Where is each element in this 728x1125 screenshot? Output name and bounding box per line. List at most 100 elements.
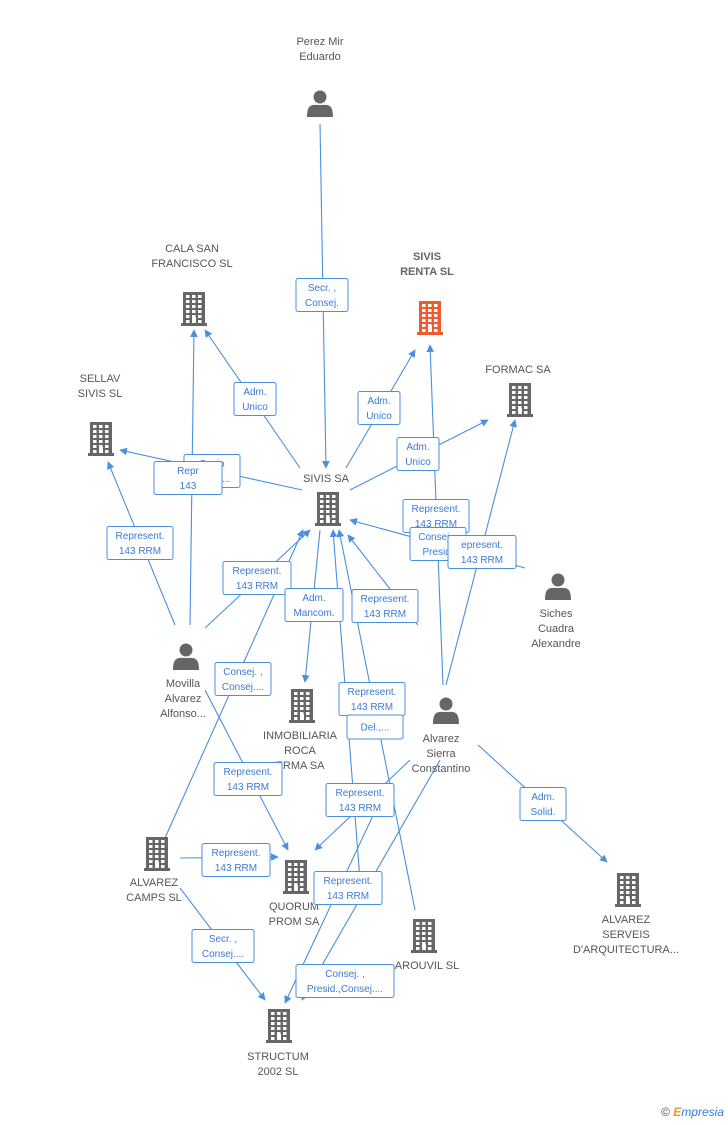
building-icon[interactable] <box>289 689 315 723</box>
edge-label-movilla-quorum[interactable]: Represent.143 RRM <box>213 762 283 796</box>
node-label: Constantino <box>412 763 471 775</box>
edge-label-box[interactable] <box>357 391 401 425</box>
edge-label-line: Represent. <box>212 848 261 859</box>
edge-label-sivissa-formac[interactable]: Adm.Unico <box>396 437 440 471</box>
edge-label-line: Represent. <box>324 876 373 887</box>
edge-label-box[interactable] <box>106 526 174 560</box>
node-label: Alvarez <box>423 733 460 745</box>
edge-label-box[interactable] <box>295 964 395 998</box>
edge-label-line: Represent. <box>116 531 165 542</box>
edge-label-box[interactable] <box>447 535 517 569</box>
node-label: SELLAV <box>80 373 121 385</box>
edge-label-alvarez-formac[interactable]: epresent.143 RRM <box>447 535 517 569</box>
edge-label-movilla-sellav[interactable]: Represent. 143 RRM <box>106 526 174 560</box>
edge-label-box[interactable] <box>519 787 567 821</box>
edge-label-box[interactable] <box>346 714 404 740</box>
node-label: ERMA SA <box>276 760 326 772</box>
edge-label-box[interactable] <box>213 762 283 796</box>
edge-label-line: Represent. <box>348 687 397 698</box>
edge-label-box[interactable] <box>222 561 292 595</box>
node-label: RENTA SL <box>400 266 454 278</box>
node-label: Alfonso... <box>160 708 206 720</box>
edge-label-box[interactable] <box>233 382 277 416</box>
edge-label-line: Represent. <box>233 566 282 577</box>
edge-label-line: Presid. <box>422 547 453 558</box>
node-label: PROM SA <box>269 916 320 928</box>
node-label: D'ARQUITECTURA... <box>573 944 679 956</box>
building-icon[interactable] <box>507 383 533 417</box>
person-icon[interactable] <box>173 643 199 671</box>
edge-label-box[interactable] <box>396 437 440 471</box>
person-icon[interactable] <box>433 697 459 725</box>
building-icon[interactable] <box>283 860 309 894</box>
edge-label-quorum-structum[interactable]: Represent.143 RRM <box>313 871 383 905</box>
edge-label-line: Adm. <box>243 387 266 398</box>
node-label: Alvarez <box>165 693 202 705</box>
edge-label-box[interactable] <box>214 662 272 696</box>
building-icon[interactable] <box>615 873 641 907</box>
person-icon[interactable] <box>545 573 571 601</box>
building-icon[interactable] <box>417 301 443 335</box>
node-label: Siches <box>539 608 573 620</box>
building-icon[interactable] <box>144 837 170 871</box>
node-label: Perez Mir <box>296 36 343 48</box>
edge-label-box[interactable] <box>325 783 395 817</box>
edge-label-box[interactable] <box>201 843 271 877</box>
building-icon[interactable] <box>266 1009 292 1043</box>
node-serveis[interactable]: ALVAREZSERVEISD'ARQUITECTURA... <box>573 873 679 956</box>
edge-label-line: Consej. , <box>325 969 364 980</box>
node-label: SIVIS SA <box>303 473 350 485</box>
edge-label-box[interactable] <box>295 278 349 312</box>
edge-label-movilla-sivissa[interactable]: Represent.143 RRM <box>222 561 292 595</box>
edge-label-structum-sivissa[interactable]: Represent.143 RRM <box>338 682 406 716</box>
building-icon[interactable] <box>315 492 341 526</box>
edge-label-sivissa-sivisrenta[interactable]: Adm.Unico <box>357 391 401 425</box>
edge-label-camps-sivissa[interactable]: Consej. ,Consej.... <box>214 662 272 696</box>
edge-label-alvarez-sivissa[interactable]: Represent. 143 RRM <box>351 589 419 623</box>
edge-label-sivissa-inmob[interactable]: Adm.Mancom. <box>284 588 344 622</box>
edge-label-box[interactable] <box>351 589 419 623</box>
node-label: Movilla <box>166 678 201 690</box>
edge-label-line: Unico <box>242 402 268 413</box>
edge-label-camps-quorum[interactable]: Represent.143 RRM <box>201 843 271 877</box>
edge-label-alvarez-serveis[interactable]: Adm.Solid. <box>519 787 567 821</box>
node-label: CAMPS SL <box>126 892 182 904</box>
edge-label-line: Represent. <box>412 504 461 515</box>
node-sivissa[interactable]: SIVIS SA <box>303 473 350 526</box>
edge-label-box[interactable] <box>313 871 383 905</box>
edge-label-line: 143 RRM <box>364 609 406 620</box>
node-label: CALA SAN <box>165 243 219 255</box>
person-icon[interactable] <box>307 90 333 118</box>
edge-label-line: Del.,... <box>361 723 390 734</box>
building-icon[interactable] <box>88 422 114 456</box>
edge-label-box[interactable] <box>191 929 255 963</box>
building-icon[interactable] <box>411 919 437 953</box>
edge-label-perez-sivissa[interactable]: Secr. ,Consej. <box>295 278 349 312</box>
edge-label-box[interactable] <box>153 461 223 495</box>
edge-label-arouvil-sivissa[interactable]: Del.,... <box>346 714 404 740</box>
node-movilla[interactable]: MovillaAlvarezAlfonso... <box>160 643 206 721</box>
edge-label-sivissa-cala[interactable]: Adm. Unico <box>233 382 277 416</box>
building-icon[interactable] <box>181 292 207 326</box>
edge-label-movilla-structum[interactable]: Secr. ,Consej.... <box>191 929 255 963</box>
node-label: 2002 SL <box>258 1066 299 1078</box>
node-arouvil[interactable]: AROUVIL SL <box>395 919 459 972</box>
edge-label-line: 143 RRM <box>119 546 161 557</box>
node-formac[interactable]: FORMAC SA <box>485 364 551 417</box>
edge-label-box[interactable] <box>284 588 344 622</box>
node-label: Cuadra <box>538 623 575 635</box>
edge-label-line: Represent. <box>361 594 410 605</box>
edge-label-alvarez-quorum[interactable]: Represent.143 RRM <box>325 783 395 817</box>
edge-label-alvarez-structum[interactable]: Consej. ,Presid.,Consej.... <box>295 964 395 998</box>
